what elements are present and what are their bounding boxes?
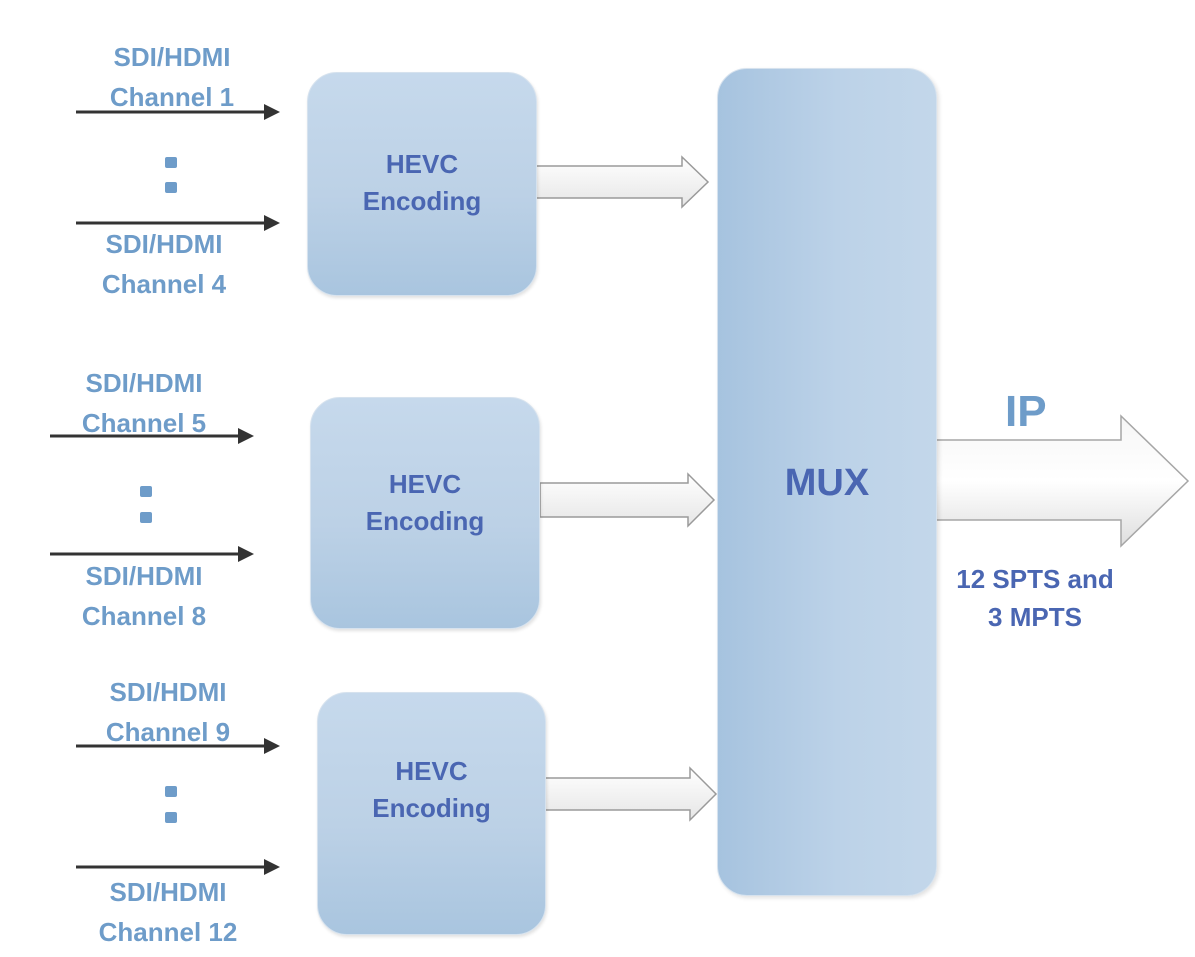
ip-label: IP — [1005, 387, 1047, 436]
input-arrow-ch12 — [76, 859, 280, 875]
ellipsis-dots-1 — [165, 157, 177, 193]
mux-block: MUX — [717, 68, 937, 896]
encoder-to-mux-arrow-3 — [544, 766, 718, 822]
ip-output-arrow — [935, 414, 1190, 548]
mux-label: MUX — [784, 462, 870, 504]
input-arrow-ch9 — [76, 738, 280, 754]
encoder-to-mux-arrow-2 — [539, 472, 716, 528]
input-arrow-ch4 — [76, 215, 280, 231]
input-arrow-ch5 — [50, 428, 254, 444]
ellipsis-dots-2 — [140, 486, 152, 523]
ellipsis-dots-3 — [165, 786, 177, 823]
input-arrow-ch1 — [76, 104, 280, 120]
encoder-to-mux-arrow-1 — [535, 155, 710, 209]
input-arrow-ch8 — [50, 546, 254, 562]
